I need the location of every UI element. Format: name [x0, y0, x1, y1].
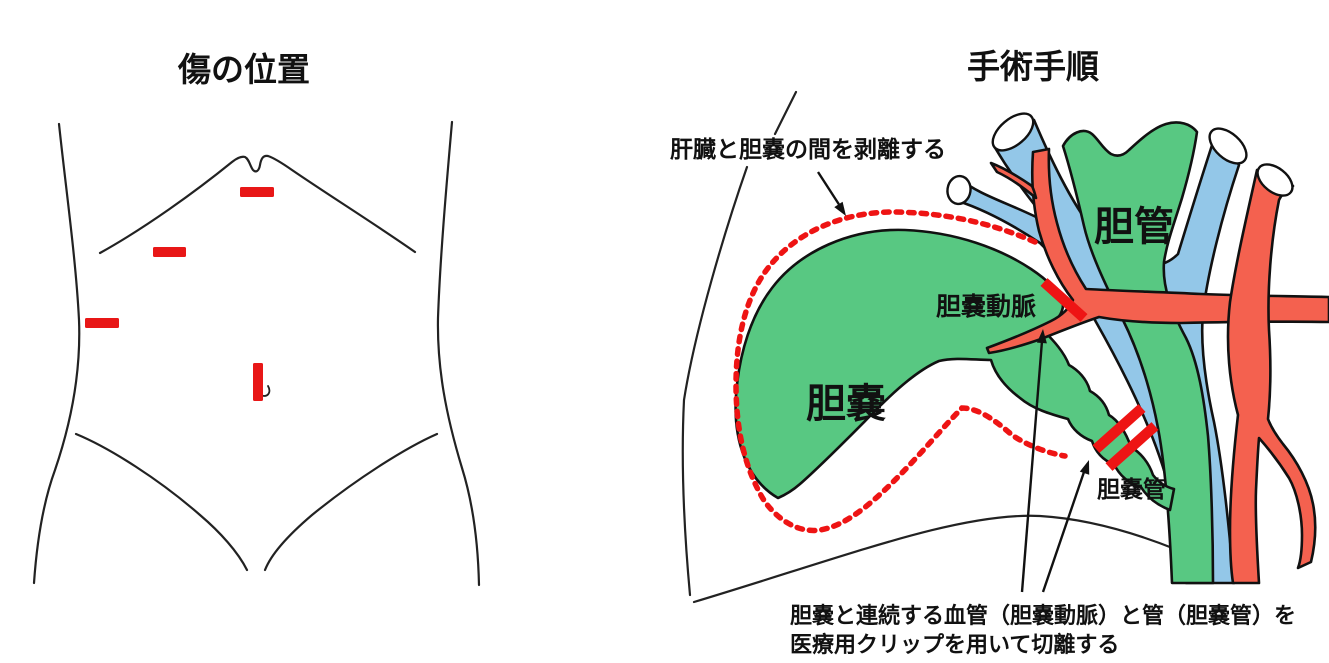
dissection-note-label: 肝臓と胆嚢の間を剥離する: [670, 136, 946, 163]
cystic-artery-cut: [1040, 278, 1088, 322]
clip-cut-marks: [1040, 278, 1159, 471]
dissection-note-arrow: [816, 171, 842, 207]
gallbladder-label: 胆嚢: [806, 381, 886, 427]
left-panel-title: 傷の位置: [177, 50, 310, 89]
liver-edge-upper: [773, 90, 798, 136]
artery-small-branch: [989, 161, 1038, 200]
portal-branch-cut-end-upper-right: [1208, 127, 1248, 165]
annotation-arrows: [816, 171, 1090, 593]
cystic-duct-cut-2: [1105, 422, 1159, 471]
dissection-note-arrowhead: [834, 201, 846, 216]
cystic-artery-label: 胆嚢動脈: [936, 292, 1036, 321]
clip-note-arrowhead-artery: [1036, 329, 1047, 344]
surgery-procedure-panel: 手術手順: [670, 47, 1329, 658]
bile-duct: [1061, 121, 1215, 585]
cystic-duct-label: 胆嚢管: [1096, 476, 1166, 503]
costal-margin: [98, 154, 417, 255]
groin-right-line: [263, 432, 439, 572]
clip-note-arrow-to-duct: [1041, 471, 1086, 593]
bile-duct-label: 胆管: [1094, 204, 1174, 250]
incision-position-panel: 傷の位置: [32, 50, 481, 587]
right-hepatic-artery-trunk: [1226, 168, 1317, 585]
portal-branch-cut-end-upper-left: [991, 112, 1035, 152]
torso-left-side: [32, 122, 81, 585]
incision-marks: [85, 187, 274, 401]
clip-note-arrow-to-artery: [1020, 340, 1044, 593]
artery-cut-end-top-right: [1256, 163, 1294, 197]
liver-edge-lower: [692, 514, 1177, 604]
umbilical-incision: [253, 363, 263, 401]
right-panel-title: 手術手順: [967, 47, 1099, 86]
clip-note-line1: 胆嚢と連続する血管（胆嚢動脈）と管（胆嚢管）を: [790, 603, 1296, 629]
torso-right-side: [436, 120, 481, 587]
liver-edge-left: [681, 165, 749, 597]
liver-outline: [681, 90, 1177, 604]
dissection-plane-dotted-line: [733, 209, 1068, 534]
portal-branch-cut-end-left: [946, 174, 972, 206]
clip-note-line2: 医療用クリップを用いて切離する: [790, 632, 1119, 658]
epigastric-incision: [240, 187, 274, 197]
right-flank-incision: [85, 318, 119, 328]
groin-left-line: [74, 432, 249, 572]
right-subcostal-incision: [153, 247, 186, 257]
cystic-duct-cut-1: [1092, 404, 1146, 453]
clip-note-arrowhead-duct: [1079, 460, 1090, 475]
gallbladder: [734, 228, 1176, 512]
